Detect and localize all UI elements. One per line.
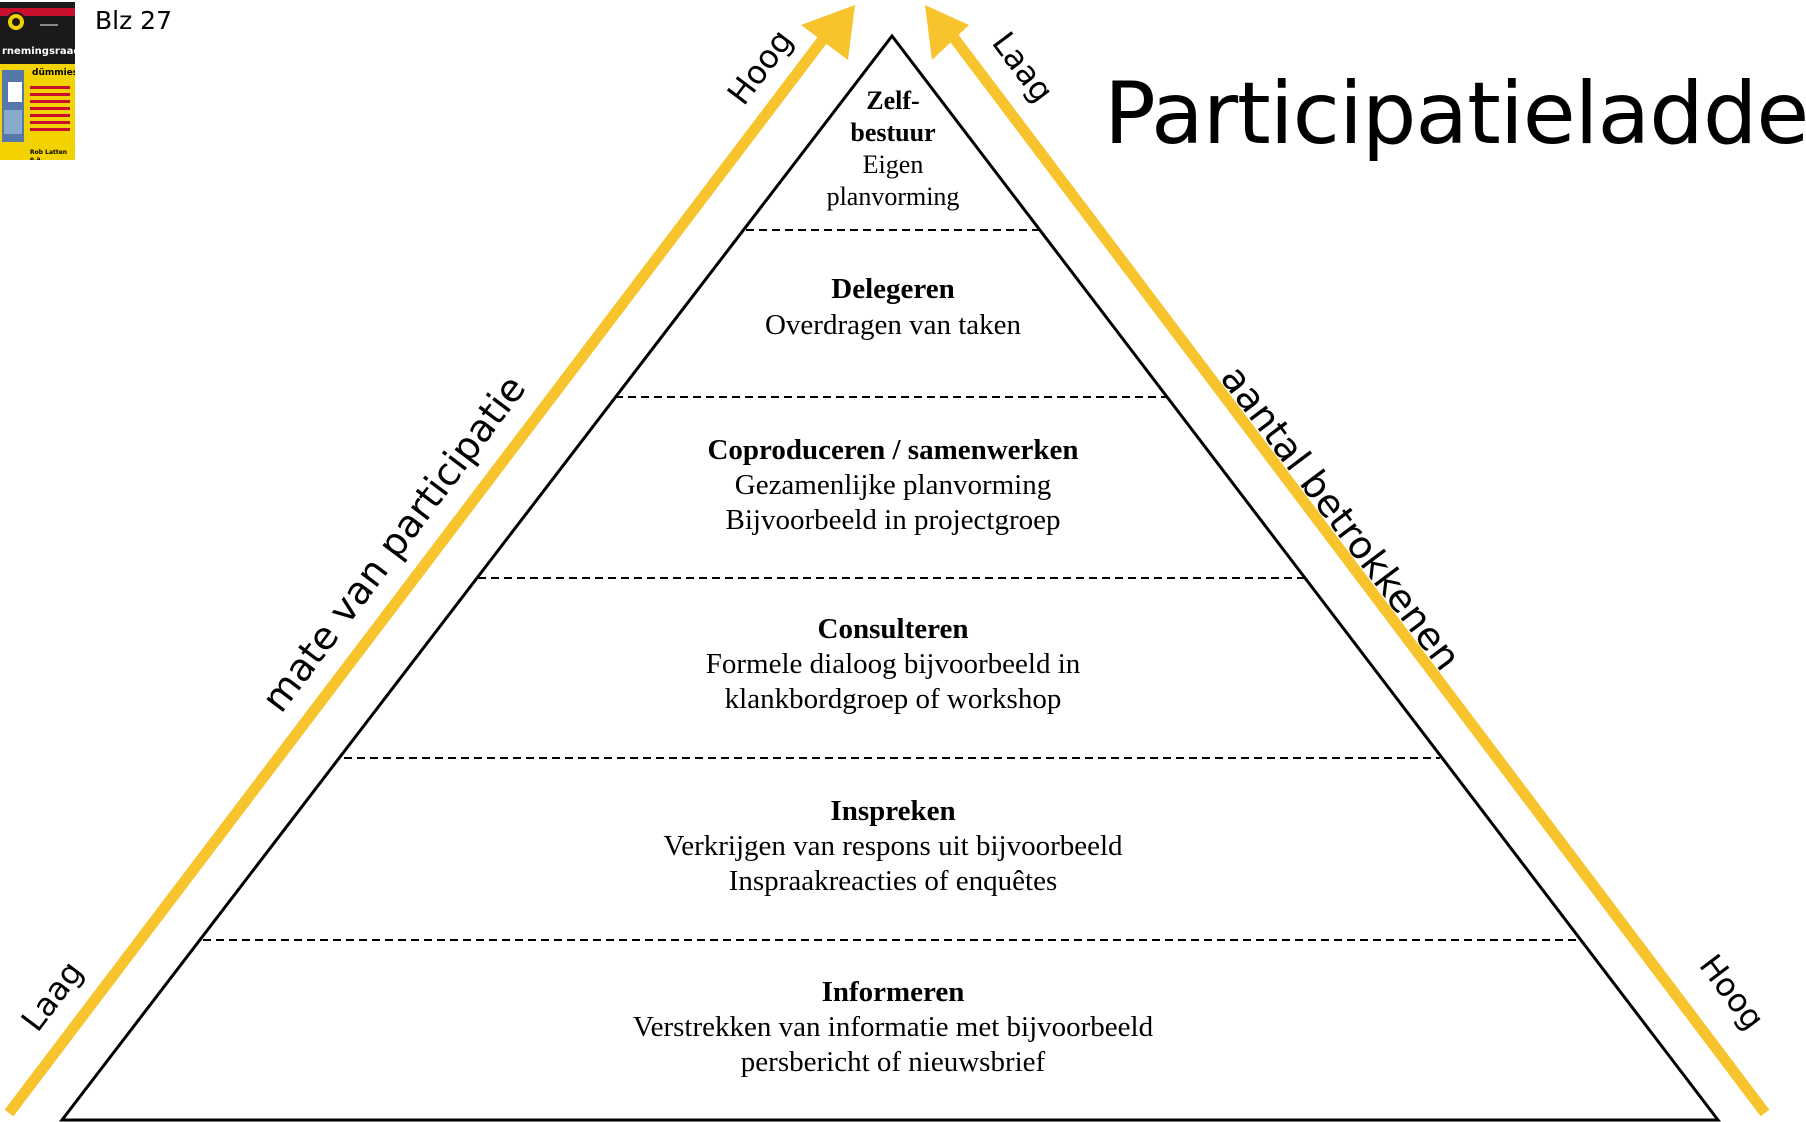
level-description-line1: Gezamenlijke planvorming (734, 469, 1052, 501)
level-description-line1: Verkrijgen van respons uit bijvoorbeeld (663, 830, 1123, 862)
right-axis-arrow-shaft (937, 18, 1770, 1117)
level-description-line1: Formele dialoog bijvoorbeeld in (705, 648, 1081, 680)
left-axis-arrowhead (801, 5, 855, 60)
pyramid-outline (58, 33, 1722, 1122)
level-name: Inspreken (830, 795, 956, 827)
level-name: Delegeren (831, 273, 955, 305)
level-description-line2: Bijvoorbeeld in projectgroep (725, 504, 1061, 536)
book-cover-title: rnemingsraad (2, 46, 75, 57)
level-description-line2: klankbordgroep of workshop (724, 683, 1062, 715)
page-title: Participatieladder (1104, 64, 1806, 164)
book-cover-series: dümmies (32, 68, 75, 78)
book-cover-author: Rob Latten e.a. (30, 149, 68, 160)
level-consulteren: Consulteren Formele dialoog bijvoorbeeld… (706, 612, 1081, 717)
level-description-line1: Verstrekken van informatie met bijvoorbe… (632, 1011, 1154, 1043)
level-description-line2: persbericht of nieuwsbrief (740, 1046, 1046, 1078)
level-delegeren: Delegeren Overdragen van taken (765, 271, 1021, 343)
right-axis-arrowhead (925, 5, 969, 60)
level-description-line1: Eigen (862, 150, 924, 179)
level-name-continued: bestuur (850, 118, 936, 147)
page-reference: Blz 27 (95, 6, 172, 35)
level-inspreken: Inspreken Verkrijgen van respons uit bij… (663, 794, 1122, 899)
level-name: Consulteren (817, 613, 969, 645)
level-name: Informeren (821, 976, 965, 1008)
level-informeren: Informeren Verstrekken van informatie me… (633, 975, 1153, 1080)
left-axis-arrow-shaft (4, 18, 841, 1117)
level-description-line1: Overdragen van taken (764, 309, 1022, 341)
level-coproduceren: Coproduceren / samenwerken Gezamenlijke … (707, 433, 1078, 538)
level-name: Coproduceren / samenwerken (707, 434, 1079, 466)
level-zelfbestuur: Zelf- bestuur Eigen planvorming (827, 85, 960, 213)
level-name: Zelf- (866, 86, 920, 115)
level-description-line2: Inspraakreacties of enquêtes (728, 865, 1058, 897)
book-cover-thumbnail: rnemingsraad dümmies Rob Latten e.a. (0, 2, 75, 160)
level-description-line2: planvorming (826, 182, 960, 211)
